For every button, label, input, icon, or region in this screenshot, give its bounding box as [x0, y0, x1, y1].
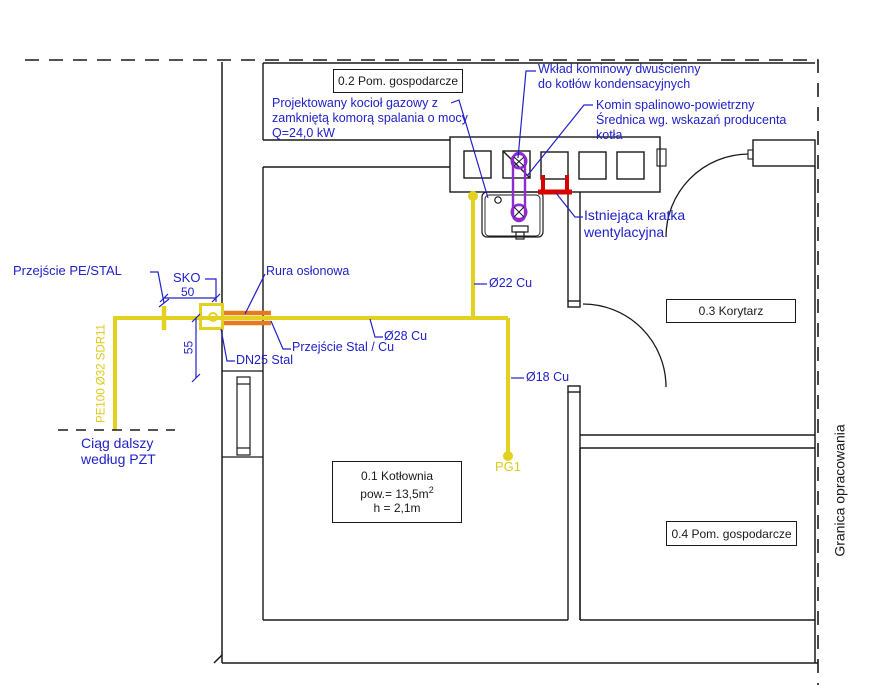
chimney-insert-marks	[513, 156, 525, 218]
label-dn25-steel: DN25 Stal	[236, 353, 293, 367]
room-01-area: pow.= 13,5m2	[360, 485, 434, 501]
label-dim-50: 50	[181, 285, 195, 299]
pipe-end-dot-pg1	[503, 451, 513, 461]
room-label-02: 0.2 Pom. gospodarcze	[333, 69, 463, 93]
label-pipe-d22: Ø22 Cu	[489, 276, 533, 290]
room-label-01: 0.1 Kotłownia pow.= 13,5m2 h = 2,1m	[332, 461, 462, 523]
room-01-name: 0.1 Kotłownia	[360, 469, 434, 483]
exterior-walls	[213, 62, 818, 664]
room-02-text: 0.2 Pom. gospodarcze	[337, 74, 459, 88]
left-wall-window	[222, 370, 263, 458]
chimney-insert-line2: do kotłów kondensacyjnych	[538, 77, 691, 91]
room-04-text: 0.4 Pom. gospodarcze	[671, 526, 792, 541]
label-boiler-note: Projektowany kocioł gazowy z zamkniętą k…	[272, 96, 468, 141]
room-label-03: 0.3 Korytarz	[666, 299, 796, 323]
label-casing-pipe: Rura osłonowa	[266, 264, 350, 278]
chimney-line3: kotła	[596, 128, 623, 142]
label-vent-grille: Istniejąca kratka wentylacyjna	[584, 207, 685, 241]
label-pipe-d28: Ø28 Cu	[384, 329, 428, 343]
label-continuation: Ciąg dalszy według PZT	[81, 435, 156, 467]
room-01-height: h = 2,1m	[373, 501, 421, 515]
boiler-note-line1: Projektowany kocioł gazowy z	[272, 96, 439, 110]
door-arc-room02	[665, 153, 749, 238]
label-chimney: Komin spalinowo-powietrzny Średnica wg. …	[596, 98, 786, 143]
boundary-dashed-line	[25, 59, 819, 685]
sko-box	[199, 303, 224, 330]
label-study-boundary: Granica opracowania	[831, 424, 848, 557]
continuation-line2: według PZT	[81, 451, 156, 467]
boiler-note-line3: Q=24,0 kW	[272, 126, 335, 140]
label-pg1: PG1	[495, 459, 522, 474]
vent-grille-line1: Istniejąca kratka	[584, 207, 686, 223]
chimney-insert-line1: Wkład kominowy dwuścienny	[538, 62, 701, 76]
pipe-end-dot-boiler	[468, 191, 478, 201]
label-sko: SKO	[173, 270, 201, 285]
top-right-wall	[747, 139, 816, 167]
boiler-note-line2: zamkniętą komorą spalania o mocy	[272, 111, 468, 125]
label-steel-cu-transition: Przejście Stal / Cu	[292, 340, 395, 354]
chimney-line1: Komin spalinowo-powietrzny	[596, 98, 755, 112]
leader-lines	[150, 70, 593, 383]
label-chimney-insert: Wkład kominowy dwuścienny do kotłów kond…	[538, 62, 701, 92]
label-pe100-pipe: PE100 Ø32 SDR11	[95, 324, 108, 423]
continuation-line1: Ciąg dalszy	[81, 435, 154, 451]
door-arc-boiler-room	[582, 303, 667, 388]
label-pe-steel-transition: Przejście PE/STAL	[13, 263, 122, 278]
room-04-walls	[579, 434, 815, 621]
vent-grille-line2: wentylacyjna	[584, 224, 665, 240]
room-label-04: 0.4 Pom. gospodarcze	[666, 521, 797, 546]
vent-grille	[538, 175, 572, 195]
label-dim-55: 55	[181, 340, 196, 355]
room-03-text: 0.3 Korytarz	[698, 304, 764, 318]
boiler-room-walls	[262, 166, 581, 621]
room-02-walls	[262, 63, 450, 141]
chimney-block	[449, 136, 667, 193]
gas-pipes	[113, 191, 513, 461]
chimney-line2: Średnica wg. wskazań producenta	[596, 113, 787, 127]
label-pipe-d18: Ø18 Cu	[526, 370, 570, 384]
chimney-insert-pipe	[510, 151, 528, 223]
